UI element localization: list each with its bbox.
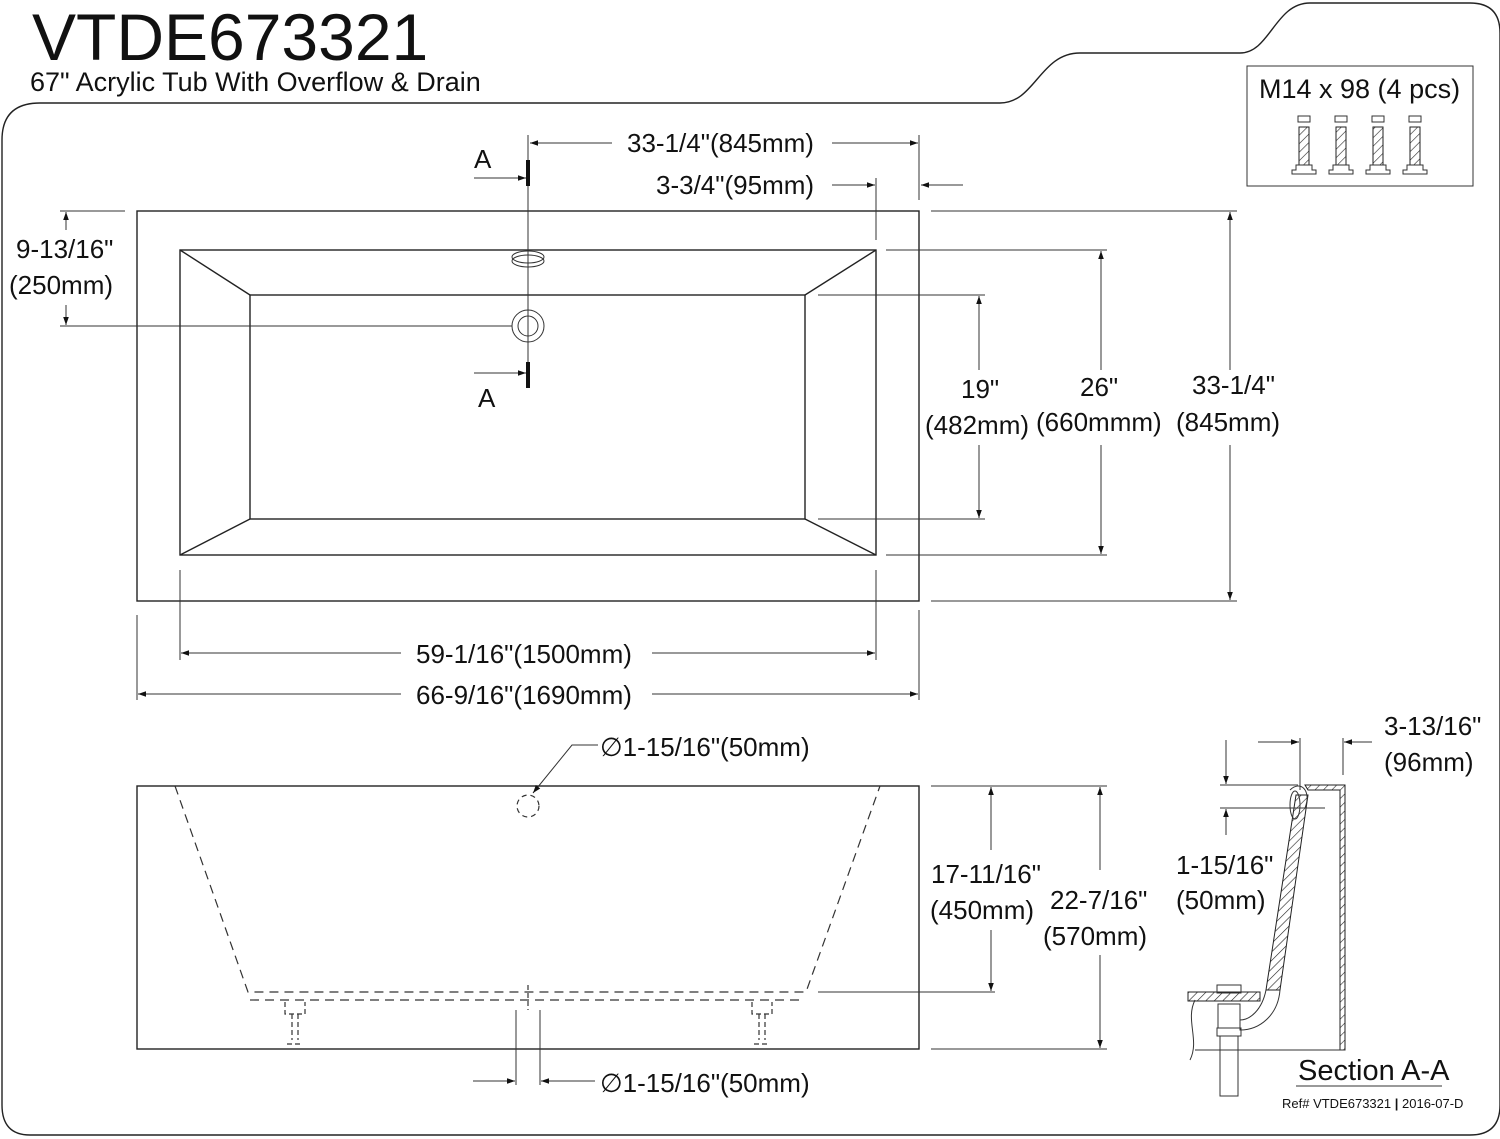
side-view: ∅1-15/16"(50mm) ∅1-15/16"(50mm) 17-11/16… <box>136 732 1147 1098</box>
dim-outer-height-metric: (570mm) <box>1043 921 1147 951</box>
overflow-hole-icon <box>516 794 540 818</box>
dim-rim-width-imperial: 26" <box>1080 372 1118 402</box>
footer-separator: | <box>1395 1096 1399 1111</box>
dim-overflow-offset-imperial: 9-13/16" <box>16 234 113 264</box>
dim-wall-offset-imperial: 3-13/16" <box>1384 711 1481 741</box>
leveling-bolt-icon <box>1365 115 1391 175</box>
footer-revision: 2016-07-D <box>1402 1096 1463 1111</box>
dim-wall-offset-metric: (96mm) <box>1384 747 1474 777</box>
dim-floor-width-imperial: 19" <box>961 374 999 404</box>
dim-outer-height-imperial: 22-7/16" <box>1050 885 1147 915</box>
model-title: VTDE673321 <box>32 0 428 74</box>
tub-side-outline <box>136 785 920 1050</box>
dim-outer-width-metric: (845mm) <box>1176 407 1280 437</box>
top-view: A A 33-1/4"(845mm) 3-3/4"(95mm) 9-13/16"… <box>9 128 1280 710</box>
dim-outer-length: 66-9/16"(1690mm) <box>416 680 632 710</box>
dim-outer-width-imperial: 33-1/4" <box>1192 370 1275 400</box>
dim-overflow-height-metric: (50mm) <box>1176 885 1266 915</box>
section-marker-bottom: A <box>478 383 496 413</box>
tub-foot-right <box>751 1002 773 1045</box>
hardware-box: M14 x 98 (4 pcs) <box>1246 65 1474 187</box>
footer-ref: Ref# VTDE673321 | 2016-07-D <box>1282 1096 1463 1111</box>
dim-overflow-offset-metric: (250mm) <box>9 270 113 300</box>
dim-overflow-height-imperial: 1-15/16" <box>1176 850 1273 880</box>
model-subtitle: 67" Acrylic Tub With Overflow & Drain <box>30 67 481 97</box>
leveling-bolt-icon <box>1291 115 1317 175</box>
leveling-bolt-icon <box>1328 115 1354 175</box>
dim-top-width: 33-1/4"(845mm) <box>627 128 814 158</box>
dim-rim-width-metric: (660mmm) <box>1036 407 1162 437</box>
footer-ref-number: Ref# VTDE673321 <box>1282 1096 1391 1111</box>
dim-inner-depth-imperial: 17-11/16" <box>931 859 1041 889</box>
dim-rim-offset: 3-3/4"(95mm) <box>656 170 814 200</box>
section-view: 3-13/16" (96mm) 1-15/16" (50mm) Section … <box>1176 711 1481 1097</box>
dim-overflow-diameter: ∅1-15/16"(50mm) <box>600 732 810 762</box>
leveling-bolt-icon <box>1402 115 1428 175</box>
section-marker-top: A <box>474 144 492 174</box>
overflow-icon <box>511 250 545 264</box>
dim-inner-depth-metric: (450mm) <box>930 895 1034 925</box>
dim-inner-length: 59-1/16"(1500mm) <box>416 639 632 669</box>
dim-drain-diameter: ∅1-15/16"(50mm) <box>600 1068 810 1098</box>
dim-floor-width-metric: (482mm) <box>925 410 1029 440</box>
hardware-label: M14 x 98 (4 pcs) <box>1259 74 1460 104</box>
section-title: Section A-A <box>1298 1055 1450 1087</box>
tub-foot-left <box>284 1002 306 1045</box>
